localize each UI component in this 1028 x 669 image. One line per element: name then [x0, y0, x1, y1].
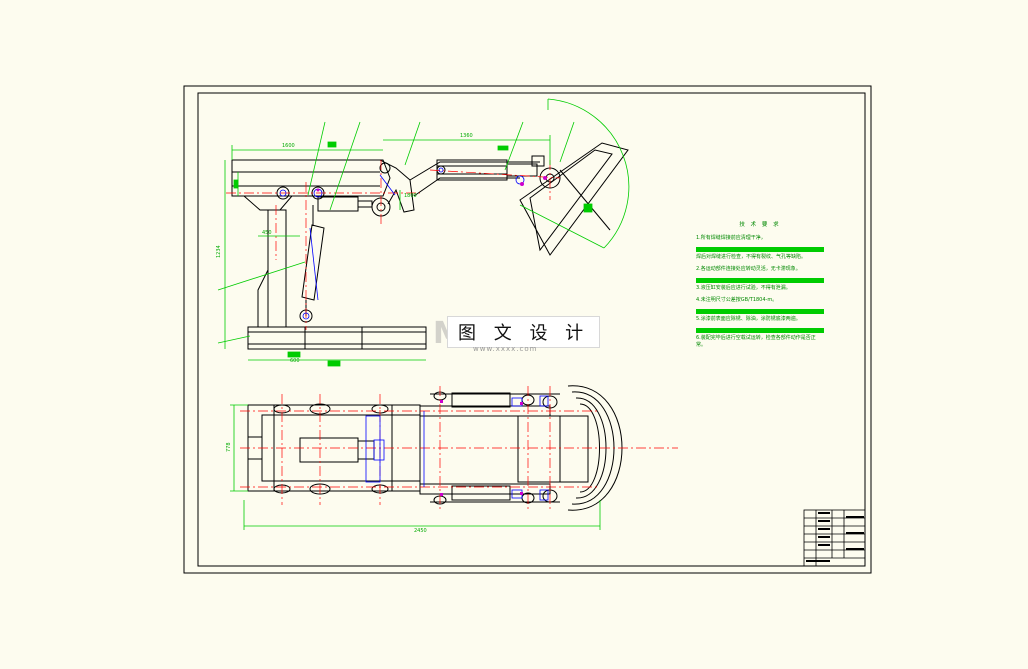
dim-plan-width: 2450	[414, 528, 427, 534]
title-block	[803, 509, 866, 567]
plan-view-hatch	[440, 400, 523, 496]
dim-bottom-b: 1800	[404, 193, 417, 199]
side-view-centerlines	[226, 160, 561, 330]
dim-left-b: 1234	[216, 245, 222, 258]
note-bar	[696, 278, 824, 283]
dim-bottom-a: 600	[290, 358, 300, 364]
note-item: 3.液压缸安装后应进行试验，不得有泄漏。	[696, 285, 791, 291]
watermark-url: www.xxxx.com	[473, 345, 538, 353]
plan-view-hidden	[365, 395, 549, 501]
watermark: 图 文 设 计	[447, 314, 601, 350]
note-item: 4.未注明尺寸公差按GB/T1804-m。	[696, 297, 778, 303]
dim-top-a: 1360	[460, 133, 473, 139]
note-item: 6.装配完毕后进行空载试运转，检查各部件动作是否正常。	[696, 335, 816, 348]
plan-view-dimensions	[230, 404, 601, 530]
plan-view-centerlines	[240, 386, 678, 510]
side-view-hatch	[316, 176, 547, 192]
side-view-hidden	[279, 167, 525, 320]
note-item: 2.各运动部件连接处应转动灵活，无卡滞现象。	[696, 266, 801, 272]
note-bar	[696, 328, 824, 333]
outer-frame	[183, 85, 872, 574]
side-view	[231, 142, 629, 350]
note-bar	[696, 247, 824, 252]
side-view-dimensions	[217, 98, 630, 367]
dim-plan-height: 778	[226, 442, 232, 452]
title-block-fill	[806, 512, 864, 562]
watermark-text: 图 文 设 计	[447, 316, 601, 348]
dim-left-a: 450	[262, 230, 272, 236]
note-item: 1.所有焊缝焊接前应清理干净，	[696, 235, 766, 241]
dim-top-b: 1600	[282, 143, 295, 149]
inner-frame	[197, 92, 866, 567]
notes-title: 技 术 要 求	[739, 222, 781, 228]
technical-notes: 技 术 要 求 1.所有焊缝焊接前应清理干净， 焊后对焊缝进行检查，不得有裂纹、…	[696, 222, 824, 354]
note-item: 5.涂漆前表面应除锈、除油，涂防锈底漆两遍。	[696, 316, 801, 322]
note-bar	[696, 309, 824, 314]
note-item: 焊后对焊缝进行检查，不得有裂纹、气孔等缺陷。	[696, 254, 807, 260]
